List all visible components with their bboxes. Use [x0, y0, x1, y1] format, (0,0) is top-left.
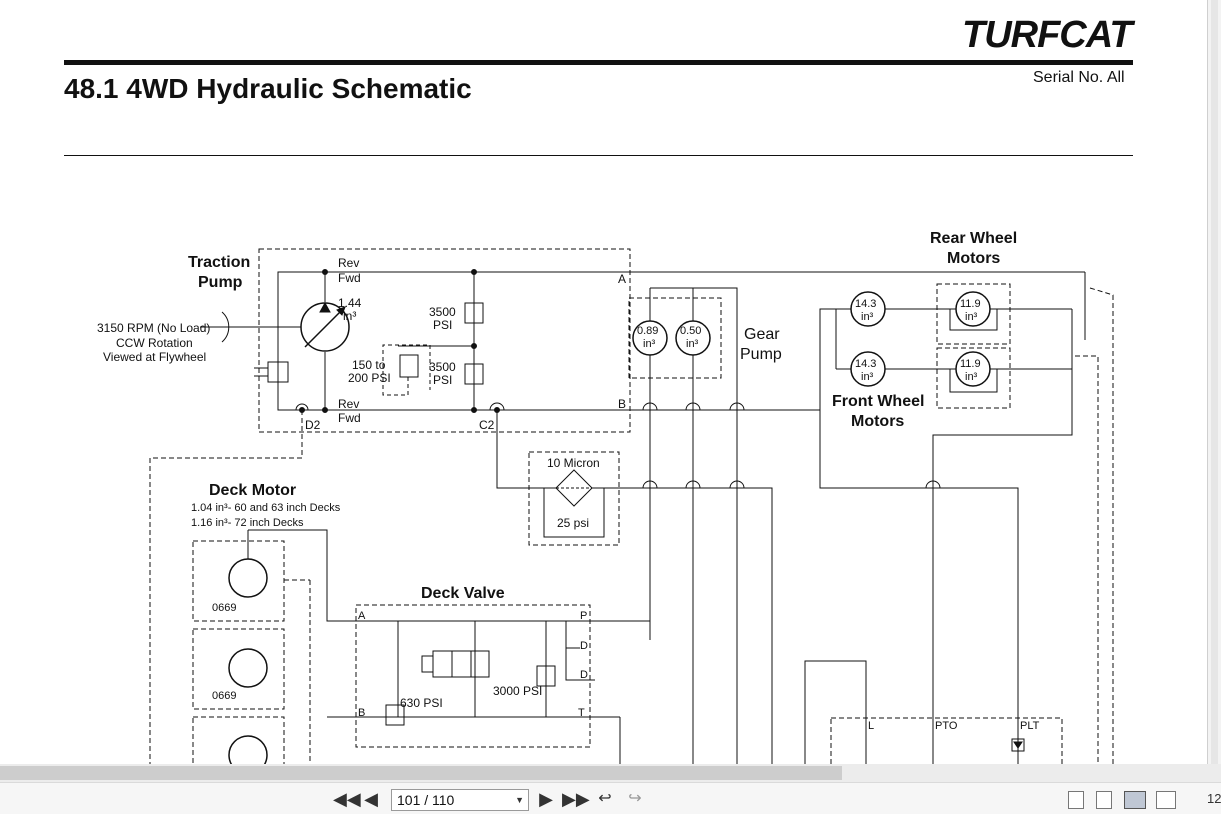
rear-motor-unit-1: in³ — [965, 311, 978, 323]
page-title: 48.1 4WD Hydraulic Schematic — [64, 73, 472, 104]
next-page-icon[interactable]: ▶ — [539, 789, 553, 809]
relief-630: 630 PSI — [400, 696, 443, 710]
orifice-1: 0669 — [212, 602, 236, 614]
chevron-down-icon: ▼ — [515, 795, 524, 805]
deck-motor-spec-2: 1.16 in³- 72 inch Decks — [191, 517, 304, 529]
serial-number: Serial No. All — [1033, 69, 1125, 86]
go-back-view-icon[interactable]: ↩ — [598, 790, 612, 807]
deck-port-p: P — [580, 610, 587, 622]
front-motor-disp-2: 14.3 — [855, 358, 876, 370]
front-motor-disp-1: 14.3 — [855, 298, 876, 310]
charge-relief-1: 150 to — [352, 358, 386, 372]
deck-port-d1: D — [580, 640, 588, 652]
continuous-view-icon[interactable] — [1096, 791, 1112, 809]
gear-pump-disp-1: 0.89 — [637, 325, 658, 337]
traction-pump-label: Traction — [188, 254, 250, 271]
port-pto: PTO — [935, 720, 958, 732]
first-page-icon[interactable]: ◀◀ — [333, 789, 361, 809]
port-b: B — [618, 397, 626, 411]
navigation-toolbar: ◀◀ ◀ 101 / 110 ▼ ▶ ▶▶ ↩ ↪ 12 — [0, 782, 1221, 814]
single-page-view-icon[interactable] — [1068, 791, 1084, 809]
gear-pump-unit-1: in³ — [643, 338, 656, 350]
pump-unit: in³ — [343, 309, 356, 323]
filter-micron: 10 Micron — [547, 456, 600, 470]
rear-motor-disp-2: 11.9 — [960, 358, 981, 370]
deck-valve-title: Deck Valve — [421, 585, 505, 602]
deck-port-t: T — [578, 707, 585, 719]
divider-rule — [64, 155, 1133, 156]
traction-pump-label-2: Pump — [198, 274, 243, 291]
two-page-continuous-view-icon[interactable] — [1156, 791, 1176, 809]
front-motor-unit-1: in³ — [861, 311, 874, 323]
vertical-scroll-thumb[interactable] — [1211, 0, 1218, 764]
rear-motor-disp-1: 11.9 — [960, 298, 981, 310]
brand-logo: TURFCAT — [962, 14, 1133, 56]
page-number-value: 101 / 110 — [397, 792, 455, 808]
last-page-icon[interactable]: ▶▶ — [562, 789, 590, 809]
flow-fwd-bottom: Fwd — [338, 411, 361, 425]
horizontal-scrollbar[interactable] — [0, 764, 1221, 782]
flow-rev-top: Rev — [338, 256, 359, 270]
hydraulic-schematic: Traction Pump 3150 RPM (No Load) CCW Rot… — [97, 230, 1114, 764]
horizontal-scroll-thumb[interactable] — [0, 766, 842, 780]
gear-pump-unit-2: in³ — [686, 338, 699, 350]
deck-port-d2: D — [580, 669, 588, 681]
gear-pump-label-2: Pump — [740, 346, 782, 363]
document-viewport[interactable]: TURFCAT Serial No. All 48.1 4WD Hydrauli… — [0, 0, 1207, 764]
rear-motors-label: Rear Wheel — [930, 230, 1017, 247]
rpm-note-1: 3150 RPM (No Load) — [97, 321, 210, 335]
rpm-note-3: Viewed at Flywheel — [103, 350, 206, 364]
header-rule — [64, 60, 1133, 65]
flow-fwd-top: Fwd — [338, 271, 361, 285]
pump-displacement: 1.44 — [338, 296, 362, 310]
port-a: A — [618, 272, 626, 286]
go-forward-view-icon[interactable]: ↪ — [628, 790, 642, 807]
zoom-level[interactable]: 12 — [1207, 791, 1221, 806]
relief-3500-a-unit: PSI — [433, 318, 452, 332]
flow-rev-bottom: Rev — [338, 397, 359, 411]
gear-pump-label: Gear — [744, 326, 780, 343]
filter-psi: 25 psi — [557, 516, 589, 530]
previous-page-icon[interactable]: ◀ — [364, 789, 378, 809]
deck-port-b: B — [358, 707, 365, 719]
front-motors-label: Front Wheel — [832, 393, 924, 410]
deck-port-a: A — [358, 610, 366, 622]
relief-3000: 3000 PSI — [493, 684, 542, 698]
port-l: L — [868, 720, 874, 732]
orifice-2: 0669 — [212, 690, 236, 702]
deck-motor-spec-1: 1.04 in³- 60 and 63 inch Decks — [191, 502, 341, 514]
relief-3500-b: 3500 — [429, 360, 456, 374]
front-motor-unit-2: in³ — [861, 371, 874, 383]
port-c2: C2 — [479, 418, 495, 432]
port-plt: PLT — [1020, 720, 1040, 732]
port-d2: D2 — [305, 418, 321, 432]
front-motors-label-2: Motors — [851, 413, 904, 430]
gear-pump-disp-2: 0.50 — [680, 325, 701, 337]
rear-motors-label-2: Motors — [947, 250, 1000, 267]
deck-motor-title: Deck Motor — [209, 482, 296, 499]
rpm-note-2: CCW Rotation — [116, 336, 193, 350]
rear-motor-unit-2: in³ — [965, 371, 978, 383]
charge-relief-2: 200 PSI — [348, 371, 391, 385]
vertical-scrollbar[interactable] — [1207, 0, 1221, 764]
two-page-view-icon[interactable] — [1124, 791, 1146, 809]
relief-3500-b-unit: PSI — [433, 373, 452, 387]
page-number-select[interactable]: 101 / 110 ▼ — [391, 789, 529, 811]
relief-3500-a: 3500 — [429, 305, 456, 319]
